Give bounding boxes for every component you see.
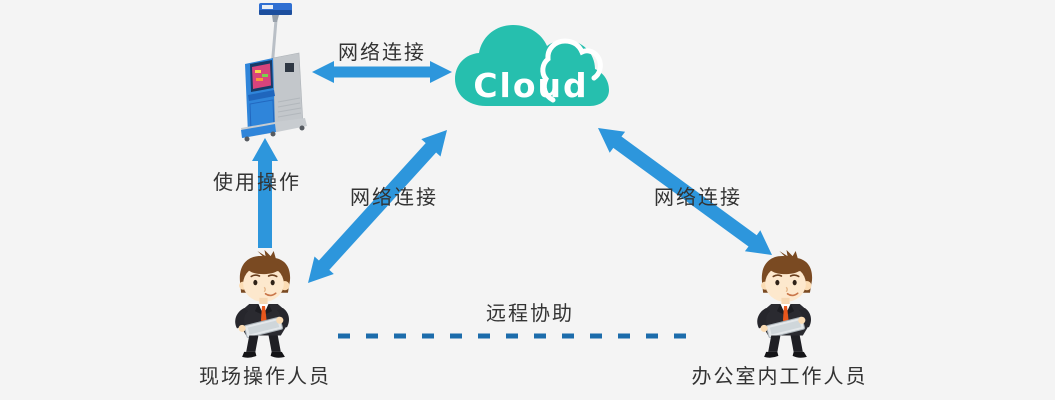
kiosk-cloud-link-label: 网络连接 [338,42,426,64]
cloud-label: Cloud [473,66,589,105]
office-cloud-double-arrow [598,128,772,255]
field-operator-label: 现场操作人员 [199,366,331,388]
kiosk-device-illustration [241,3,307,142]
office-cloud-link-label: 网络连接 [654,187,742,209]
cloud-illustration [455,25,609,106]
office-worker-label: 办公室内工作人员 [691,366,868,388]
operator-cloud-link-label: 网络连接 [350,187,438,209]
field-operator-illustration [216,250,311,362]
office-worker-illustration [738,250,833,362]
use-operation-label: 使用操作 [213,172,301,194]
remote-assist-label: 远程协助 [486,303,574,325]
use-operation-up-arrow [252,138,278,248]
cloud-highlight-outline [540,38,603,103]
operator-cloud-double-arrow [308,130,447,283]
kiosk-cloud-double-arrow [312,61,452,83]
